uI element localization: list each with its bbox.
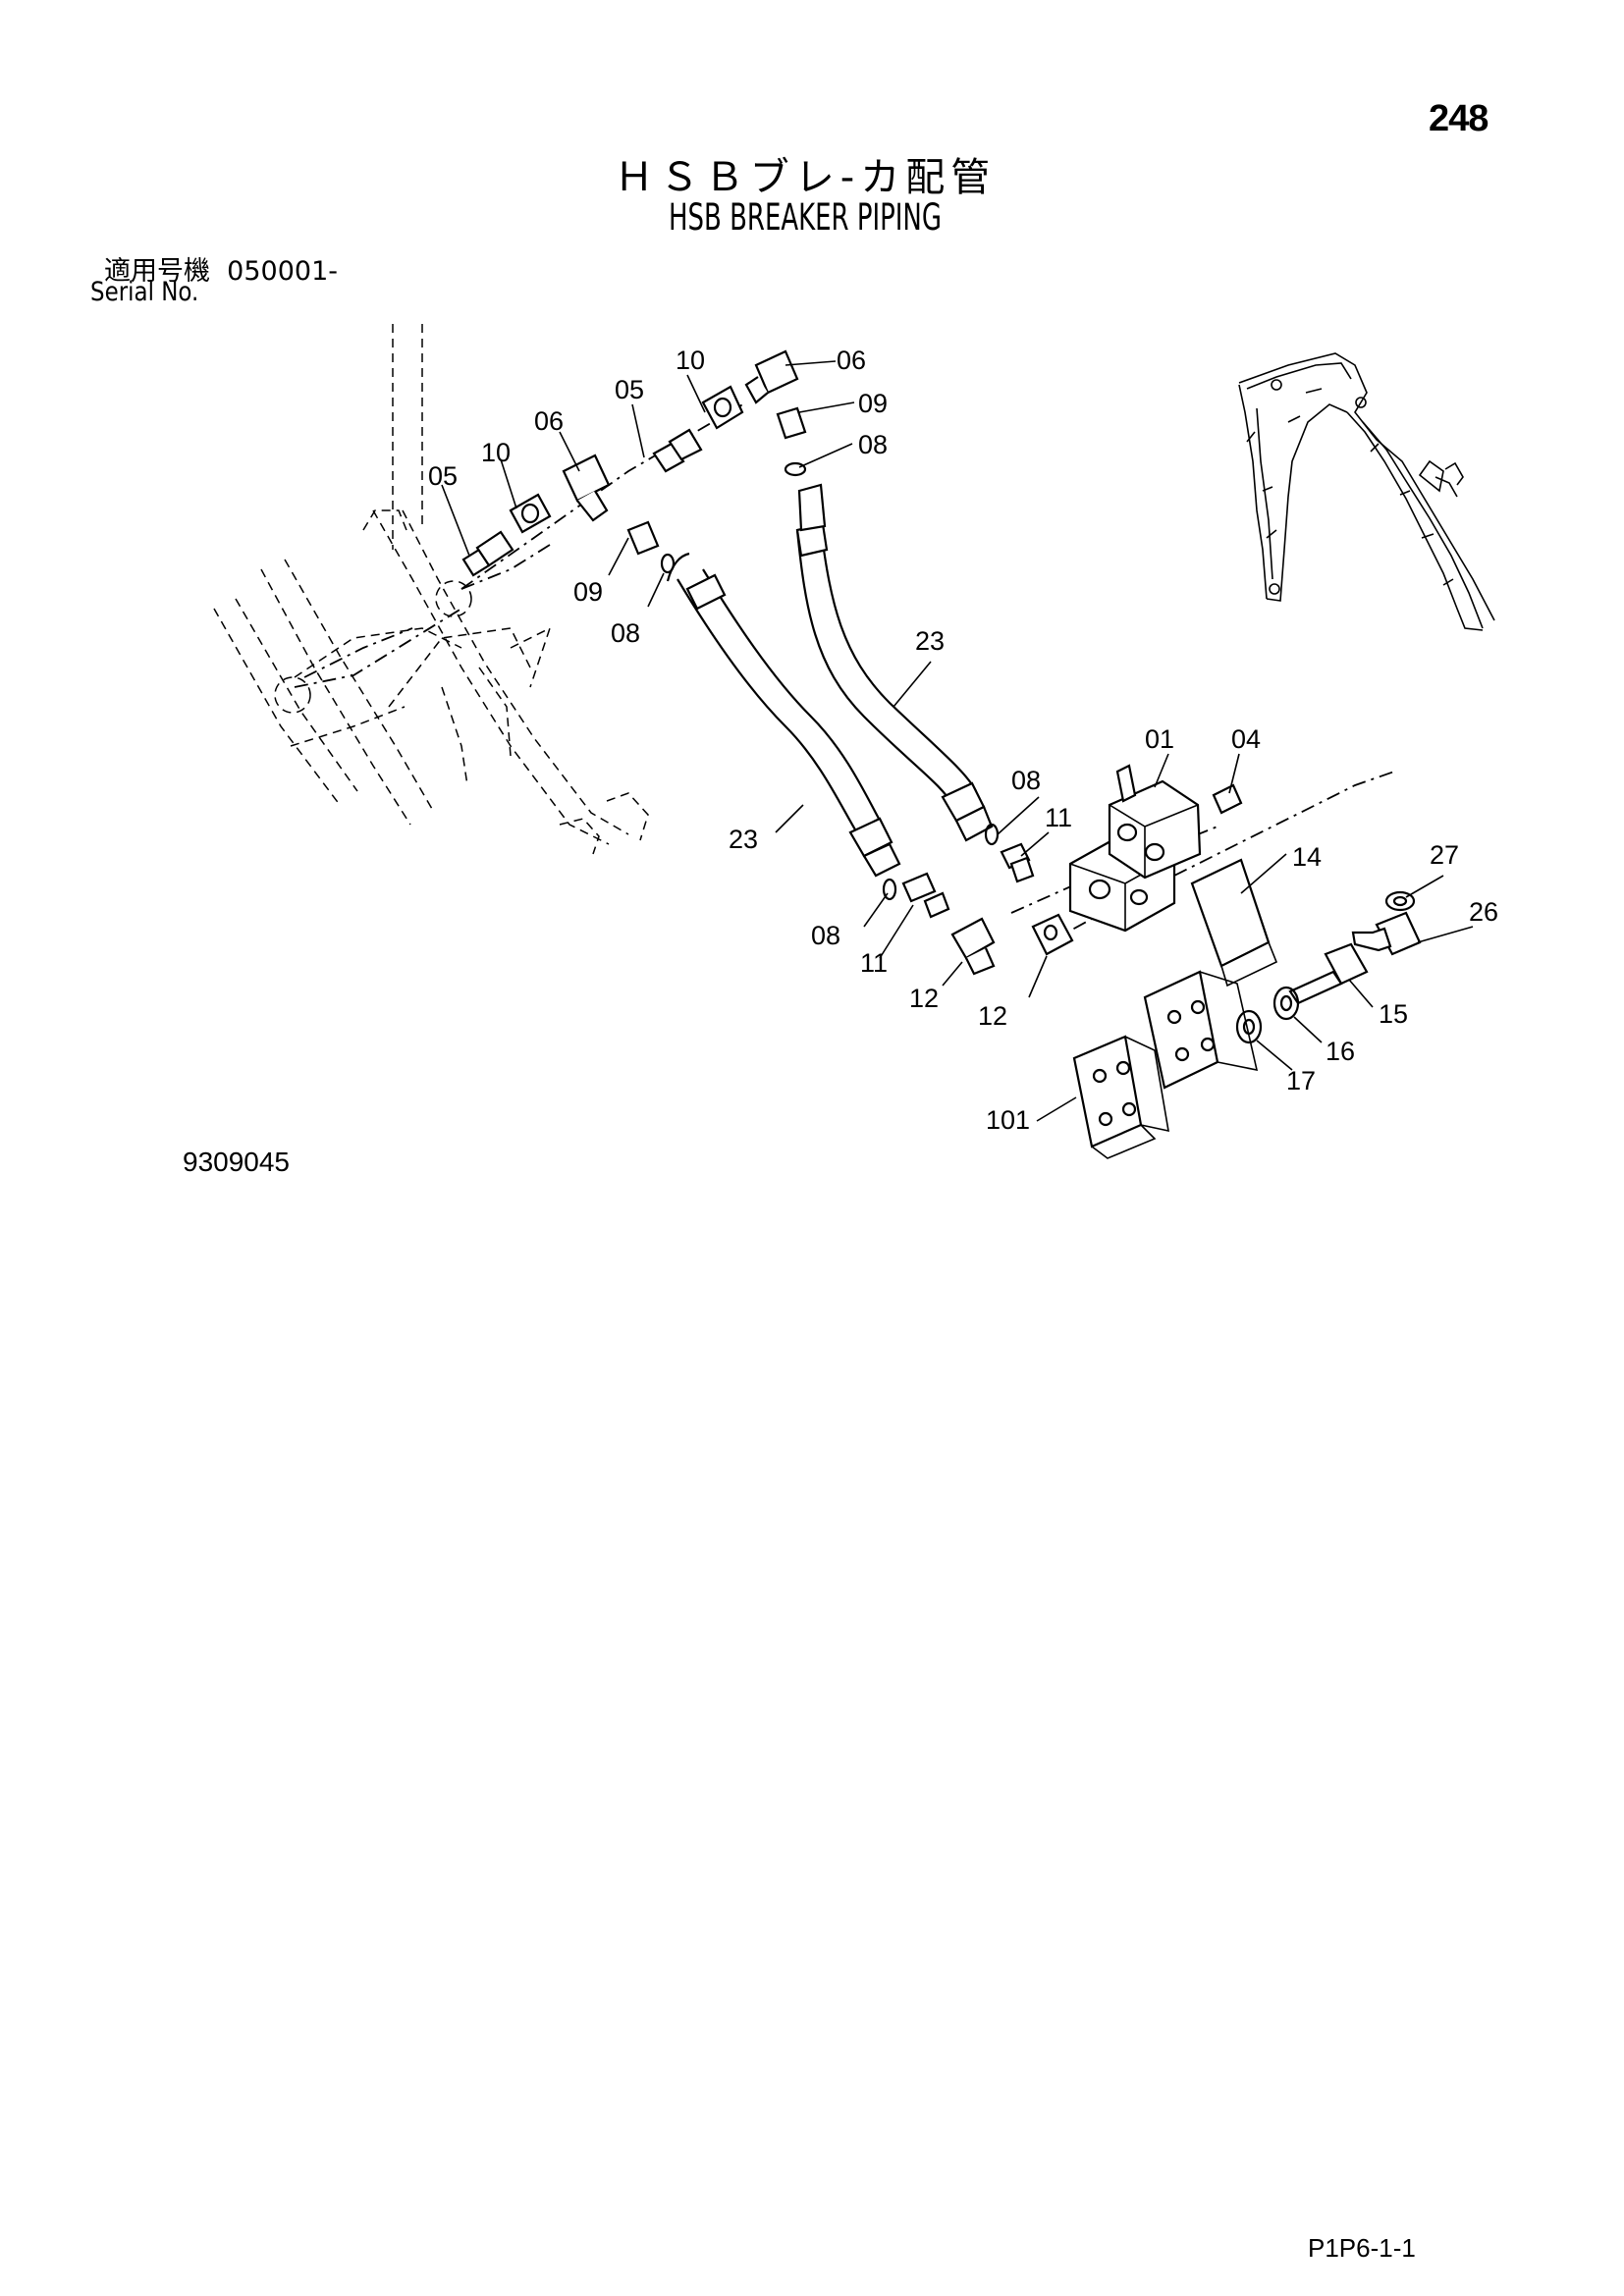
callout-05: 05 [615,375,644,404]
callout-23: 23 [915,626,945,656]
serial-label: Serial No. [90,277,199,307]
drawing-number: 9309045 [183,1147,291,1177]
machine-locator-inset [1238,352,1495,631]
hose-23-right [795,483,994,842]
callout-10: 10 [676,346,705,375]
callout-12: 12 [909,984,939,1013]
callout-06: 06 [534,406,564,436]
callout-23: 23 [729,825,758,854]
callout-08: 08 [811,921,840,950]
valve-block-01 [1068,764,1243,933]
callout-labels: 06 10 05 09 08 06 10 05 09 08 23 01 04 0… [428,346,1498,1135]
callout-26: 26 [1469,897,1498,927]
assembly-centerlines [294,401,1395,943]
leader-lines [441,360,1474,1122]
callout-09: 09 [573,577,603,607]
callout-08: 08 [1011,766,1041,795]
callout-11: 11 [860,948,888,978]
lower-fittings [882,823,1074,976]
callout-11: 11 [1045,803,1072,832]
callout-09: 09 [858,389,888,418]
serial-label-japanese: 適用号機 050001- [104,249,338,288]
callout-06: 06 [837,346,866,375]
callout-15: 15 [1379,999,1408,1029]
callout-05: 05 [428,461,458,491]
callout-101: 101 [986,1105,1030,1135]
sheet-code: P1P6-1-1 [1308,2233,1416,2263]
callout-04: 04 [1231,724,1261,754]
callout-10: 10 [481,438,511,467]
callout-12: 12 [978,1001,1007,1031]
page-title: HSB BREAKER PIPING [669,196,942,239]
callout-27: 27 [1430,840,1459,870]
callout-14: 14 [1292,842,1322,872]
serial-label-ja-text: 適用号機 [104,256,210,287]
callout-08: 08 [611,618,640,648]
bracket-assembly [1072,858,1422,1159]
callout-16: 16 [1326,1037,1355,1066]
page-number: 248 [1429,98,1489,139]
page-title-japanese: ＨＳＢブレ-カ配管 [614,155,997,200]
callout-08: 08 [858,430,888,459]
callout-17: 17 [1286,1066,1316,1095]
machine-frame-phantom [213,324,649,855]
callout-01: 01 [1145,724,1174,754]
hose-23-left [666,552,901,878]
upper-left-fittings [461,349,807,577]
serial-range: 050001- [227,256,338,287]
